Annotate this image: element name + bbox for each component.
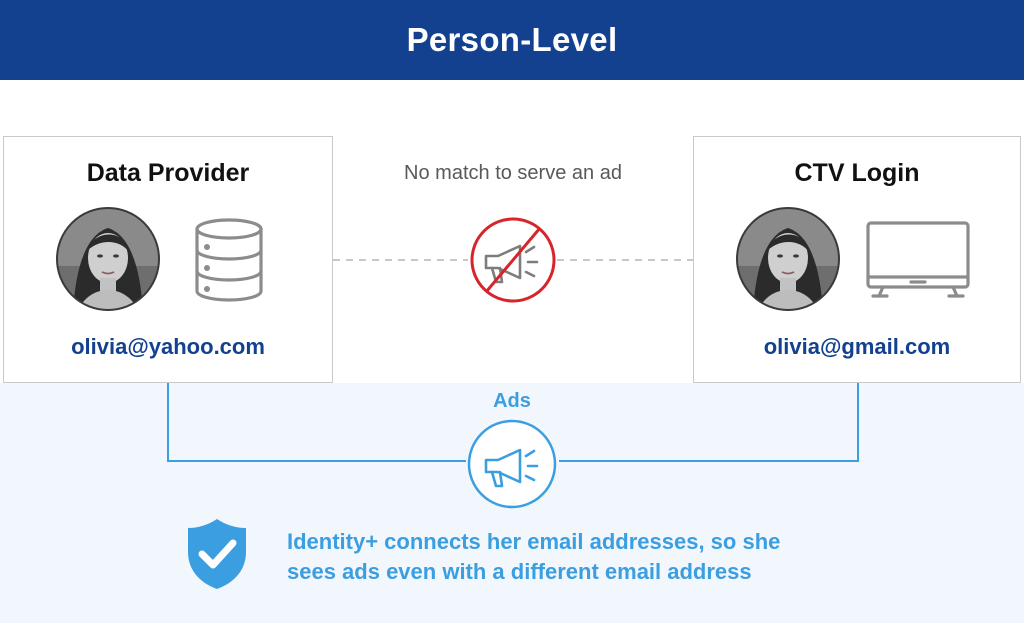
megaphone-icon [467, 419, 557, 509]
page-title: Person-Level [406, 21, 618, 58]
identity-description: Identity+ connects her email addresses, … [287, 527, 887, 587]
data-provider-card: Data Provider olivia@yahoo. [3, 136, 333, 383]
identity-line-1: Identity+ connects her email addresses, … [287, 529, 781, 554]
ctv-login-title: CTV Login [794, 159, 920, 187]
identity-line-2: sees ads even with a different email add… [287, 559, 752, 584]
data-provider-title: Data Provider [86, 159, 250, 187]
ctv-login-card: CTV Login olivia@gmail.com [693, 136, 1021, 383]
header-bar: Person-Level [0, 0, 1024, 80]
ctv-login-email: olivia@gmail.com [763, 334, 951, 359]
no-ads-icon [470, 217, 556, 303]
ads-connector [559, 383, 859, 462]
database-icon [195, 218, 263, 302]
no-match-label: No match to serve an ad [404, 162, 622, 184]
avatar [56, 207, 160, 311]
shield-check-icon [188, 519, 246, 589]
tv-icon [866, 221, 970, 298]
avatar [736, 207, 840, 311]
data-provider-email: olivia@yahoo.com [71, 334, 265, 359]
ads-label: Ads [493, 390, 531, 412]
ads-connector [167, 383, 466, 462]
